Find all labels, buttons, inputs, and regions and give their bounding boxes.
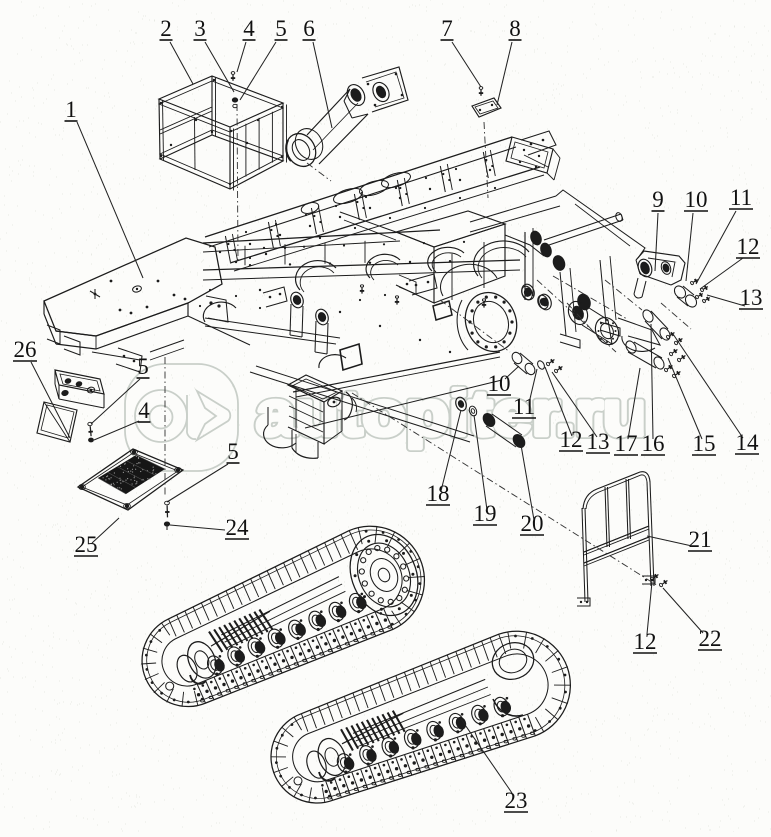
svg-text:11: 11 (730, 185, 752, 210)
svg-text:5: 5 (137, 354, 149, 379)
svg-text:18: 18 (427, 481, 450, 506)
svg-text:26: 26 (14, 337, 37, 362)
svg-text:1: 1 (65, 97, 77, 122)
svg-text:12: 12 (634, 629, 657, 654)
svg-text:6: 6 (303, 16, 315, 41)
svg-text:23: 23 (505, 788, 528, 813)
svg-text:15: 15 (693, 431, 716, 456)
svg-text:4: 4 (243, 16, 255, 41)
svg-text:13: 13 (587, 429, 610, 454)
svg-text:13: 13 (740, 285, 763, 310)
svg-text:8: 8 (509, 16, 521, 41)
svg-text:21: 21 (689, 527, 712, 552)
svg-text:24: 24 (226, 515, 250, 540)
svg-text:12: 12 (560, 427, 583, 452)
svg-text:14: 14 (736, 430, 760, 455)
svg-text:2: 2 (160, 16, 172, 41)
svg-text:5: 5 (275, 16, 287, 41)
svg-text:7: 7 (441, 16, 453, 41)
svg-text:20: 20 (521, 511, 544, 536)
svg-text:10: 10 (488, 371, 511, 396)
svg-text:19: 19 (474, 501, 497, 526)
svg-text:4: 4 (138, 398, 150, 423)
svg-text:22: 22 (699, 626, 722, 651)
svg-text:5: 5 (227, 439, 239, 464)
svg-text:11: 11 (513, 394, 535, 419)
svg-text:12: 12 (737, 234, 760, 259)
svg-text:3: 3 (194, 16, 206, 41)
svg-text:10: 10 (685, 187, 708, 212)
svg-text:17: 17 (615, 431, 638, 456)
svg-text:9: 9 (652, 187, 664, 212)
svg-text:25: 25 (75, 532, 98, 557)
